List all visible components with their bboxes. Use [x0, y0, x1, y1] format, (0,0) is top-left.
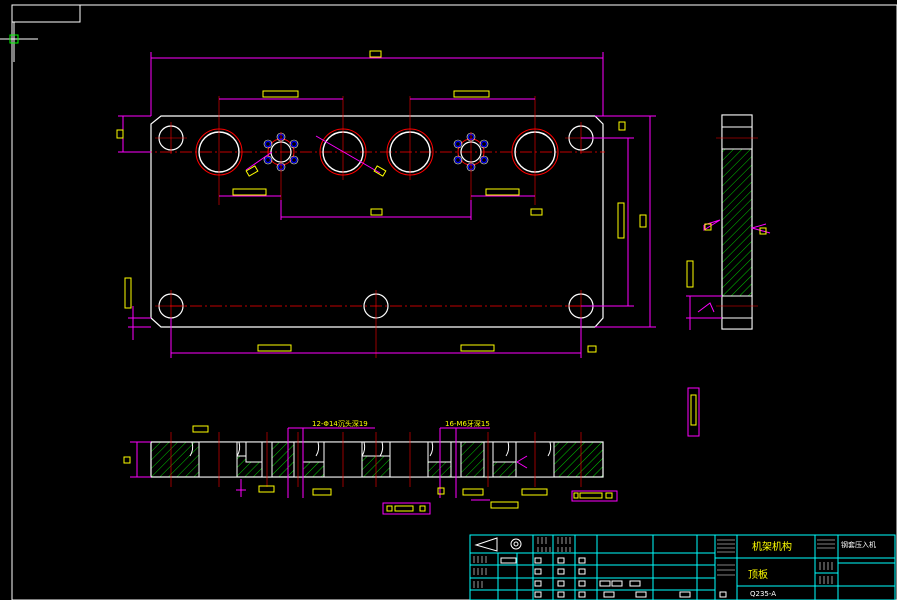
title-block: [469, 534, 896, 600]
front-view: [116, 50, 656, 358]
part-name: 顶板: [748, 568, 768, 581]
cursor-crosshair-icon: [0, 22, 38, 62]
material-spec: Q235-A: [750, 590, 776, 598]
small-section-icon: [687, 387, 700, 437]
large-bores: [195, 96, 559, 205]
corner-holes: [158, 125, 594, 319]
side-view: [686, 114, 771, 437]
assembly-name: 机架机构: [752, 540, 792, 553]
dimension-text-boxes: [116, 50, 647, 353]
front-view-dimensions: [118, 52, 656, 358]
drawing-border: [0, 4, 897, 600]
title-block-marks: [473, 537, 835, 598]
machine-name: 钢套压入机: [841, 540, 876, 549]
section-view: 12-Φ14沉头深19 16-M6牙深15: [123, 419, 618, 515]
hole-callout-1: 12-Φ14沉头深19: [312, 419, 368, 428]
hole-callout-2: 16-M6牙深15: [445, 419, 490, 428]
